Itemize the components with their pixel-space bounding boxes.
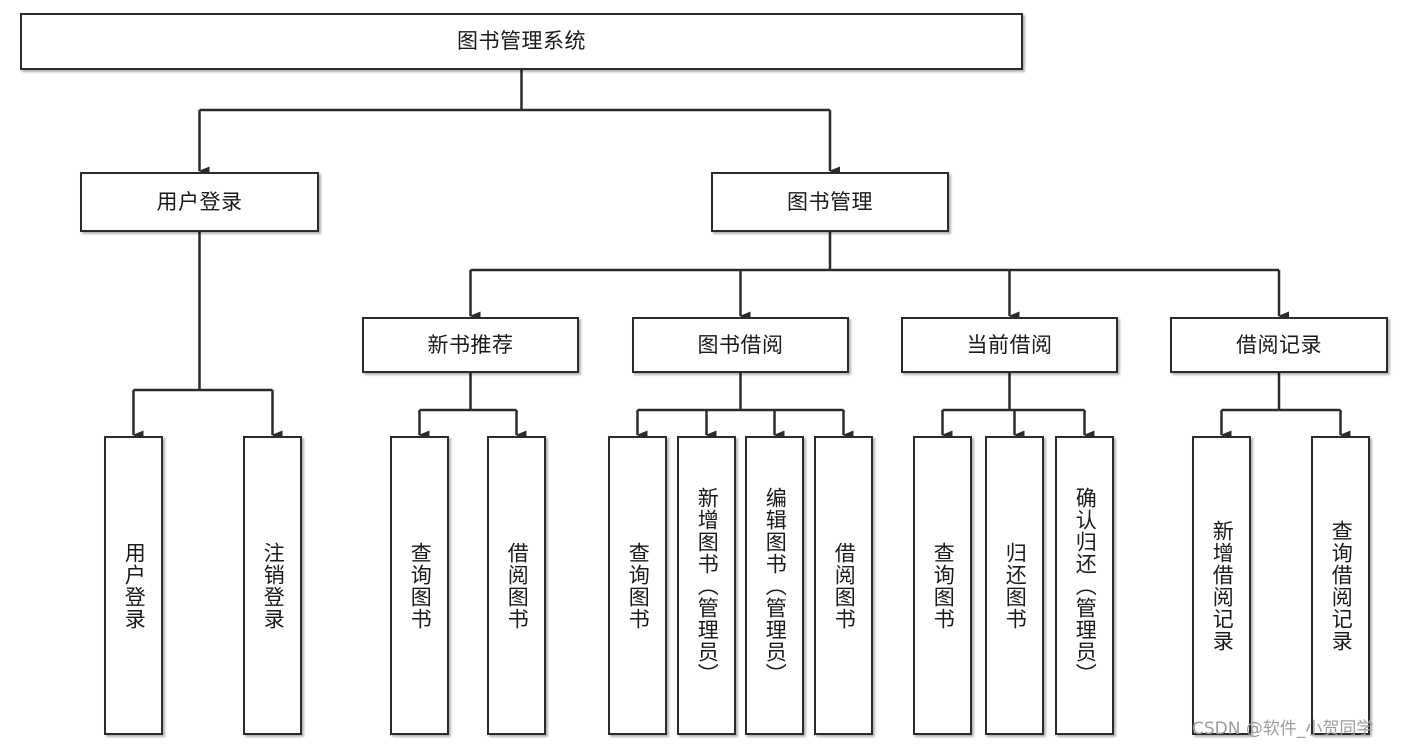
leaf-borrow-book-recommend[interactable]: 借阅图书: [487, 436, 546, 735]
node-new-book-recommend-label: 新书推荐: [427, 332, 514, 357]
leaf-add-borrow-record-label: 新增借阅记录: [1210, 519, 1235, 652]
node-new-book-recommend[interactable]: 新书推荐: [362, 317, 579, 373]
leaf-confirm-return-admin-label: 确认归还（管理员）: [1073, 486, 1098, 685]
node-user-login[interactable]: 用户登录: [80, 172, 319, 232]
node-book-management-label: 图书管理: [787, 189, 873, 214]
leaf-query-book-current-label: 查询图书: [931, 541, 956, 630]
leaf-query-book-recommend[interactable]: 查询图书: [390, 436, 449, 735]
node-book-borrow[interactable]: 图书借阅: [632, 317, 849, 373]
node-book-management[interactable]: 图书管理: [711, 172, 949, 232]
leaf-query-borrow-record[interactable]: 查询借阅记录: [1311, 436, 1370, 735]
leaf-user-login[interactable]: 用户登录: [104, 436, 163, 735]
node-current-borrow[interactable]: 当前借阅: [901, 317, 1118, 373]
leaf-add-book-admin[interactable]: 新增图书（管理员）: [677, 436, 736, 735]
leaf-logout-login-label: 注销登录: [261, 541, 286, 630]
node-root-label: 图书管理系统: [457, 29, 586, 54]
leaf-return-book-label: 归还图书: [1003, 541, 1028, 630]
leaf-return-book[interactable]: 归还图书: [985, 436, 1044, 735]
leaf-query-borrow-record-label: 查询借阅记录: [1329, 519, 1354, 652]
leaf-edit-book-admin[interactable]: 编辑图书（管理员）: [745, 436, 804, 735]
leaf-query-book-current[interactable]: 查询图书: [913, 436, 972, 735]
leaf-edit-book-admin-label: 编辑图书（管理员）: [763, 486, 788, 685]
node-borrow-record[interactable]: 借阅记录: [1170, 317, 1388, 373]
leaf-borrow-book-label: 借阅图书: [832, 541, 857, 630]
node-book-borrow-label: 图书借阅: [697, 332, 784, 357]
leaf-logout-login[interactable]: 注销登录: [243, 436, 302, 735]
node-borrow-record-label: 借阅记录: [1236, 332, 1322, 357]
leaf-query-book-borrow-label: 查询图书: [626, 541, 651, 630]
node-root[interactable]: 图书管理系统: [20, 13, 1023, 70]
node-user-login-label: 用户登录: [156, 189, 243, 214]
leaf-user-login-label: 用户登录: [122, 541, 147, 630]
node-current-borrow-label: 当前借阅: [966, 332, 1053, 357]
csdn-watermark: CSDN @软件_小贺同学: [1192, 719, 1374, 739]
leaf-query-book-borrow[interactable]: 查询图书: [608, 436, 667, 735]
leaf-query-book-recommend-label: 查询图书: [408, 541, 433, 630]
leaf-borrow-book[interactable]: 借阅图书: [814, 436, 873, 735]
leaf-add-book-admin-label: 新增图书（管理员）: [695, 486, 720, 685]
leaf-confirm-return-admin[interactable]: 确认归还（管理员）: [1055, 436, 1114, 735]
leaf-add-borrow-record[interactable]: 新增借阅记录: [1192, 436, 1251, 735]
leaf-borrow-book-recommend-label: 借阅图书: [505, 541, 530, 630]
